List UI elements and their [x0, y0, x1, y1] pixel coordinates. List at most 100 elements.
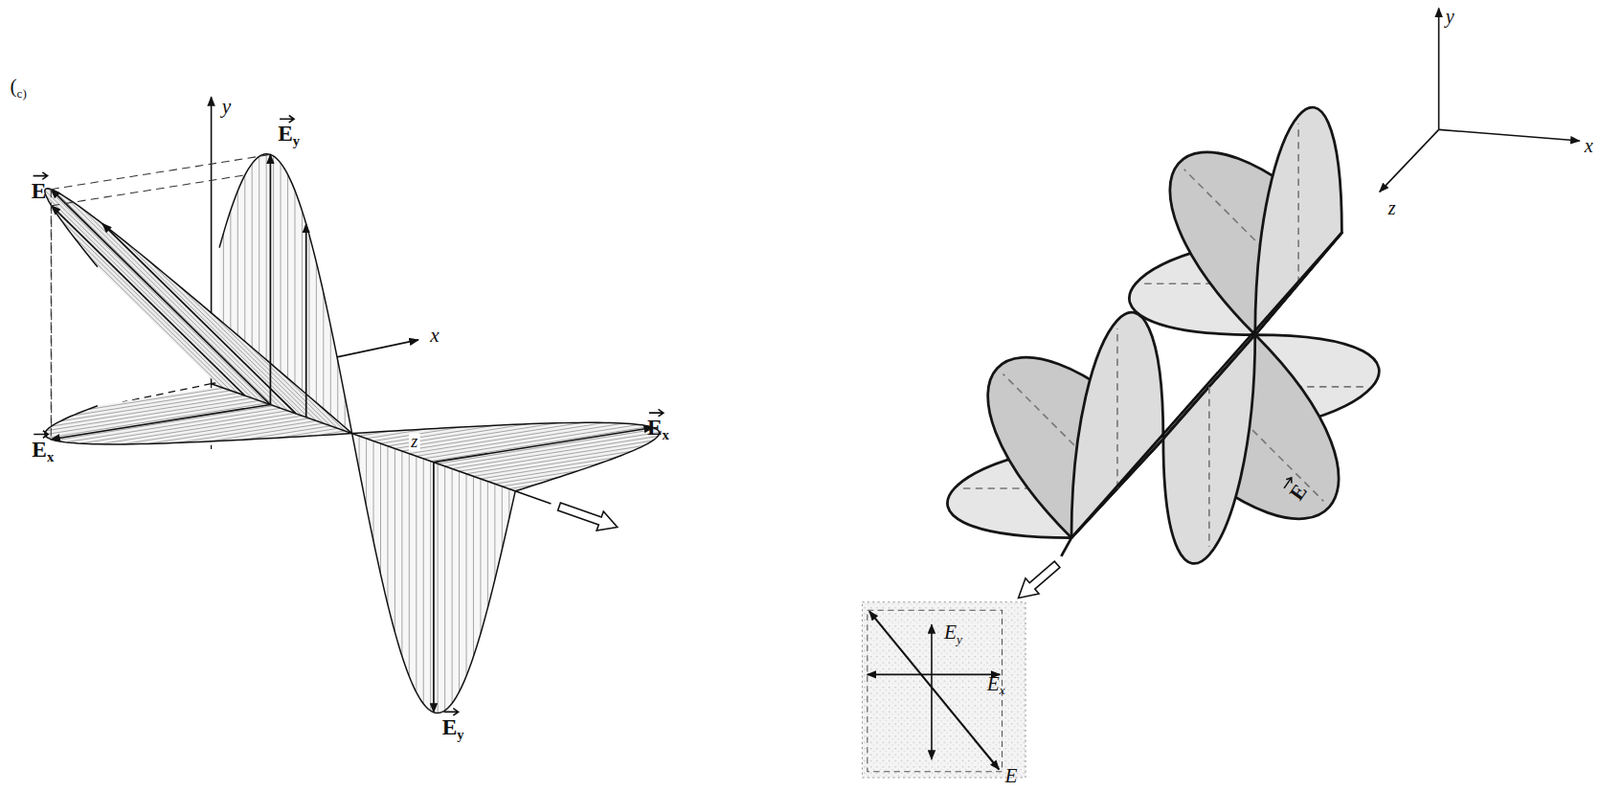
- y-axis: [1438, 8, 1441, 131]
- label-symbol: (: [9, 75, 17, 96]
- ey-wave-hatch: [394, 448, 396, 632]
- ey-wave-hatch: [408, 453, 410, 677]
- ex-wave-hatch: [487, 463, 599, 481]
- vector-arrow: [443, 706, 461, 716]
- ex-wave-hatch: [45, 400, 260, 434]
- vector-arrow: [32, 170, 50, 180]
- ey-wave-hatch: [487, 481, 489, 609]
- ey-wave-hatch: [423, 458, 425, 704]
- ex-arrow: [867, 674, 1001, 677]
- label-subscript: y: [292, 134, 300, 150]
- label-subscript: x: [662, 428, 670, 444]
- ey-wave-hatch: [473, 475, 474, 656]
- x-axis: [1439, 129, 1580, 141]
- ex-wave-curve: [45, 405, 660, 492]
- ey-wave-curve: [219, 154, 516, 714]
- ey-wave-hatch: [293, 190, 295, 414]
- e-wave-curve: [45, 188, 353, 434]
- field-vector: [305, 224, 308, 418]
- ex-wave-hatch: [121, 415, 302, 445]
- figure-label: Ey: [944, 621, 963, 646]
- construction-line: [50, 154, 271, 189]
- ex-wave-hatch: [65, 407, 281, 443]
- field-vector: [50, 189, 271, 406]
- field-vector: [432, 462, 435, 713]
- label-symbol: x: [429, 324, 439, 345]
- figure-label: (c): [9, 75, 26, 100]
- ey-wave-hatch: [365, 438, 367, 507]
- ex-wave-fill: [45, 386, 660, 492]
- ey-wave-hatch: [479, 478, 481, 634]
- label-symbol: x: [1584, 135, 1594, 156]
- construction-line: [51, 175, 246, 206]
- propagation-arrow: [558, 502, 618, 531]
- z-axis: [1379, 129, 1440, 192]
- figure-label: Ex: [647, 416, 670, 443]
- figure-label: Ex: [31, 437, 54, 464]
- figure-label: y: [222, 95, 231, 116]
- ey-wave-hatch: [337, 360, 339, 429]
- ex-wave-hatch: [72, 390, 231, 416]
- ey-wave-hatch: [415, 455, 417, 693]
- e-arrow: [869, 610, 999, 769]
- propagation-axis: [1060, 538, 1072, 557]
- label-symbol: E: [944, 621, 957, 642]
- ey-lobe-dash: [1297, 123, 1300, 284]
- label-symbol: E: [31, 437, 47, 460]
- figure-label: z: [408, 432, 420, 451]
- ey-lobe: [1071, 312, 1164, 538]
- ey-wave-hatch: [494, 483, 496, 580]
- construction-line: [50, 189, 52, 440]
- figure-label: x: [1584, 135, 1594, 156]
- e-wave-hatch: [121, 239, 302, 416]
- ey-wave-hatch: [380, 443, 382, 574]
- e-wave-hatch: [242, 339, 331, 427]
- ey-wave-hatch: [401, 450, 403, 656]
- ex-wave-hatch: [437, 428, 656, 464]
- figure-label: E: [31, 180, 47, 203]
- label-symbol: E: [647, 416, 663, 439]
- e-wave-hatch: [65, 197, 281, 409]
- z-axis: [211, 383, 552, 504]
- label-subscript: y: [956, 631, 963, 647]
- label-subscript: x: [46, 449, 54, 465]
- ey-wave-hatch: [287, 174, 289, 411]
- ex-wave-hatch: [445, 431, 660, 466]
- ex-wave-hatch: [501, 477, 558, 487]
- ey-wave-hatch: [458, 471, 460, 692]
- label-symbol: E: [442, 715, 458, 738]
- ex-wave-hatch: [402, 422, 583, 451]
- field-vector: [51, 205, 246, 396]
- ex-wave-hatch: [54, 405, 274, 441]
- e-wave-hatch: [60, 219, 238, 394]
- propagation-axis: [1071, 232, 1342, 539]
- inset-dashed-box: [867, 609, 1003, 771]
- ey-wave-hatch: [373, 441, 375, 542]
- e-wave-hatch: [45, 190, 260, 402]
- ex-wave-hatch: [60, 392, 238, 421]
- ey-wave-hatch: [308, 234, 310, 419]
- vector-arrow: [32, 428, 50, 438]
- ey-lobe: [1163, 335, 1256, 564]
- label-subscript: c): [17, 86, 27, 101]
- e-wave-hatch: [148, 260, 310, 419]
- figure-label: Ex: [987, 672, 1006, 697]
- figure-label: y: [1445, 6, 1455, 26]
- label-symbol: y: [222, 95, 231, 116]
- e-wave-fill: [45, 188, 353, 434]
- label-symbol: E: [987, 672, 1000, 693]
- ey-lobe-dash: [1116, 328, 1119, 489]
- ex-wave-hatch: [466, 445, 644, 474]
- ey-wave-hatch: [501, 486, 503, 550]
- vector-arrow: [278, 112, 296, 122]
- e-wave-hatch: [47, 188, 267, 404]
- figure-label: Ey: [442, 715, 465, 742]
- label-symbol: z: [1388, 198, 1397, 218]
- ex-wave-hatch: [423, 424, 639, 459]
- inset-ground: [862, 602, 1027, 778]
- e-wave-hatch: [278, 369, 339, 429]
- e-wave-hatch: [177, 284, 316, 422]
- ey-wave-hatch: [301, 210, 303, 416]
